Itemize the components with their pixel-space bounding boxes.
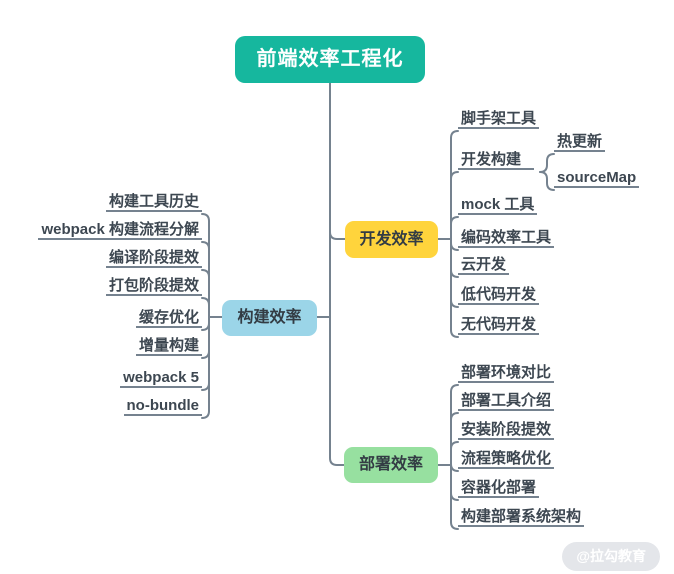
child-node-cloud-dev[interactable]: 云开发 [458,254,510,275]
child-node-install-stage[interactable]: 安装阶段提效 [458,419,555,440]
branch-node-build-efficiency[interactable]: 构建效率 [222,300,317,336]
child-node-build-deploy-arch[interactable]: 构建部署系统架构 [458,506,585,527]
child-node-cache-optimization[interactable]: 缓存优化 [135,307,202,328]
child-node-scaffold-tools[interactable]: 脚手架工具 [458,108,540,129]
child-node-no-bundle[interactable]: no-bundle [123,395,202,416]
child-node-compile-stage[interactable]: 编译阶段提效 [105,247,202,268]
watermark-badge: @拉勾教育 [562,542,660,571]
branch-node-dev-efficiency[interactable]: 开发效率 [345,221,438,258]
child-node-webpack5[interactable]: webpack 5 [120,367,202,388]
child-node-no-code[interactable]: 无代码开发 [458,314,540,335]
root-node[interactable]: 前端效率工程化 [235,36,425,83]
child-node-bundle-stage[interactable]: 打包阶段提效 [105,275,202,296]
child-node-dev-build[interactable]: 开发构建 [458,149,534,170]
child-node-sourcemap[interactable]: sourceMap [554,167,640,188]
child-node-mock-tools[interactable]: mock 工具 [458,194,538,215]
child-node-coding-efficiency-tools[interactable]: 编码效率工具 [458,227,555,248]
child-node-deploy-tools-intro[interactable]: 部署工具介绍 [458,390,555,411]
child-node-hot-reload[interactable]: 热更新 [554,131,606,152]
child-node-build-tool-history[interactable]: 构建工具历史 [105,191,202,212]
child-node-process-strategy[interactable]: 流程策略优化 [458,448,555,469]
child-node-webpack-build-flow[interactable]: webpack 构建流程分解 [38,219,202,240]
child-node-deploy-env-compare[interactable]: 部署环境对比 [458,362,555,383]
child-node-container-deploy[interactable]: 容器化部署 [458,477,540,498]
child-node-incremental-build[interactable]: 增量构建 [135,335,202,356]
branch-node-deploy-efficiency[interactable]: 部署效率 [344,447,438,483]
child-node-low-code[interactable]: 低代码开发 [458,284,540,305]
